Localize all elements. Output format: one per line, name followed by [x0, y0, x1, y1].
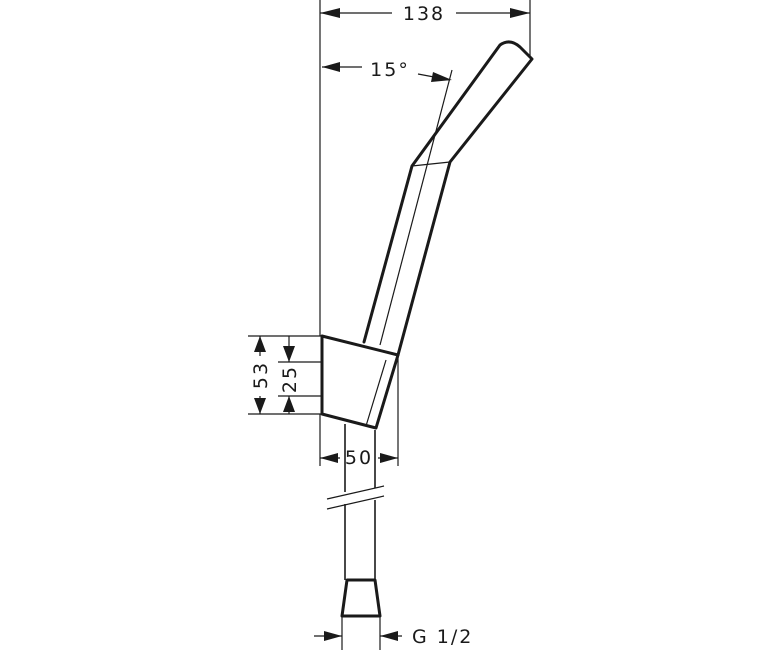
dimension-label-53: 53 [250, 361, 272, 389]
dimension-width-total: 138 [319, 0, 531, 336]
dimension-label-25: 25 [279, 365, 301, 393]
dimension-holder-height: 53 25 [248, 335, 322, 415]
hose [326, 424, 385, 580]
hand-shower [362, 40, 534, 357]
dimension-label-50: 50 [345, 447, 373, 469]
dimension-label-138: 138 [403, 3, 445, 25]
hose-nut [340, 578, 382, 618]
dimension-label-angle: 15° [370, 59, 410, 81]
wall-holder [320, 334, 400, 430]
dimension-thread: G 1/2 [314, 616, 473, 650]
dimension-label-thread: G 1/2 [412, 626, 473, 648]
dimension-angle: 15° [322, 59, 452, 82]
dimension-holder-width: 50 [319, 355, 399, 469]
